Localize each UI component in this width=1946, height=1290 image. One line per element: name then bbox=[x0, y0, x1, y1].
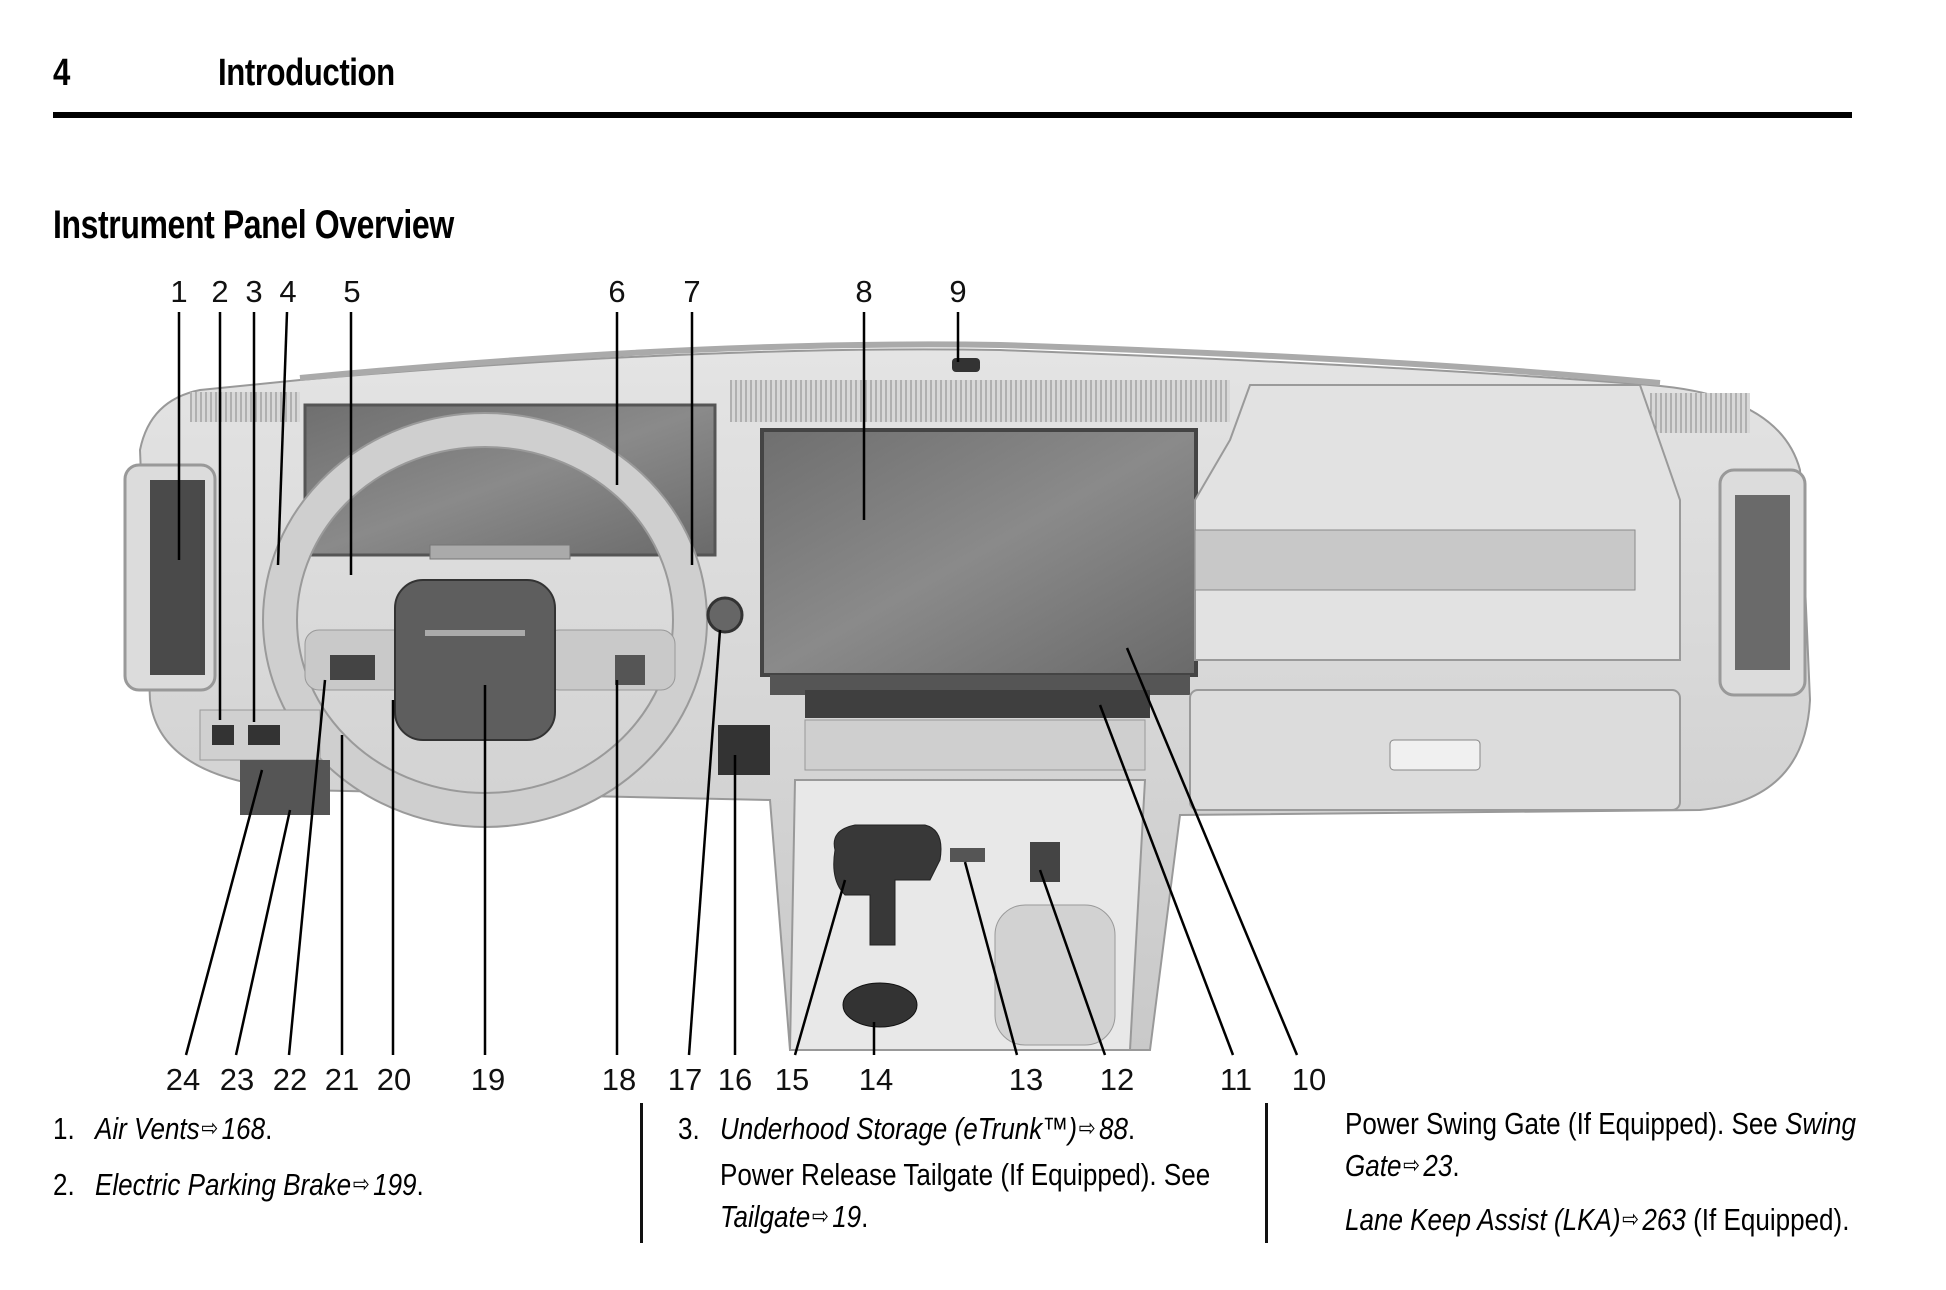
column-divider bbox=[1265, 1103, 1268, 1243]
callout-23: 23 bbox=[220, 1062, 254, 1097]
center-screen bbox=[760, 428, 1198, 677]
airbag-hub bbox=[394, 579, 556, 741]
right-wheel-controls bbox=[615, 655, 645, 685]
callout-18: 18 bbox=[602, 1062, 636, 1097]
dash-top bbox=[299, 341, 1661, 386]
page-ref[interactable]: 19 bbox=[832, 1199, 862, 1234]
camera bbox=[952, 358, 980, 372]
shifter bbox=[833, 824, 942, 946]
usb-ports bbox=[950, 848, 985, 862]
item-number: 1. bbox=[53, 1111, 75, 1146]
swing-gate-ref-line: Gate⇨23. bbox=[1345, 1145, 1933, 1187]
callout-4: 4 bbox=[279, 274, 296, 309]
page-ref[interactable]: 88 bbox=[1098, 1111, 1128, 1146]
callout-24: 24 bbox=[166, 1062, 200, 1097]
left-air-vent-slats bbox=[150, 480, 205, 675]
page-number: 4 bbox=[53, 52, 70, 94]
section-title: Instrument Panel Overview bbox=[53, 203, 454, 247]
page-ref-arrow-icon: ⇨ bbox=[1078, 1115, 1096, 1142]
power-swing-gate-text: Power Swing Gate (If Equipped). See bbox=[1345, 1106, 1786, 1141]
swing-gate-link-cont[interactable]: Gate bbox=[1345, 1148, 1402, 1183]
wireless-charger bbox=[1030, 842, 1060, 882]
callout-14: 14 bbox=[859, 1062, 893, 1097]
power-swing-gate-line: Power Swing Gate (If Equipped). See Swin… bbox=[1345, 1103, 1933, 1145]
callout-13: 13 bbox=[1009, 1062, 1043, 1097]
underhood-storage-link[interactable]: Underhood Storage (eTrunk™) bbox=[720, 1111, 1078, 1146]
callout-9: 9 bbox=[949, 274, 966, 309]
tailgate-link[interactable]: Tailgate bbox=[720, 1199, 811, 1234]
item-number: 2. bbox=[53, 1167, 75, 1202]
callout-19: 19 bbox=[471, 1062, 505, 1097]
callout-8: 8 bbox=[855, 274, 872, 309]
right-grille bbox=[1650, 393, 1750, 433]
top-callouts: 1 2 3 4 5 6 7 8 9 bbox=[170, 274, 966, 309]
callout-11: 11 bbox=[1220, 1062, 1252, 1097]
electric-parking-brake-link[interactable]: Electric Parking Brake bbox=[95, 1167, 352, 1202]
head-up-display bbox=[429, 544, 571, 560]
right-air-vent-slats bbox=[1735, 495, 1790, 670]
page-ref-arrow-icon: ⇨ bbox=[352, 1171, 370, 1198]
glove-box-handle bbox=[1389, 739, 1481, 771]
page-ref[interactable]: 168 bbox=[221, 1111, 266, 1146]
punct: . bbox=[1452, 1148, 1460, 1183]
page-ref[interactable]: 23 bbox=[1423, 1148, 1453, 1183]
callout-21: 21 bbox=[325, 1062, 359, 1097]
steering-spoke-right bbox=[544, 629, 676, 691]
swing-gate-link[interactable]: Swing bbox=[1785, 1106, 1856, 1141]
if-equipped-text: (If Equipped). bbox=[1685, 1202, 1850, 1237]
instrument-panel-diagram: 1 2 3 4 5 6 7 8 9 24 23 22 21 20 19 18 1… bbox=[123, 274, 1812, 1097]
storage-slot bbox=[1194, 529, 1636, 591]
callout-20: 20 bbox=[377, 1062, 411, 1097]
punct: . bbox=[416, 1167, 424, 1202]
power-release-tailgate-text: Power Release Tailgate (If Equipped). Se… bbox=[720, 1157, 1211, 1192]
start-button bbox=[706, 596, 744, 634]
left-wheel-controls bbox=[330, 655, 375, 680]
callout-1: 1 bbox=[170, 274, 187, 309]
callout-6: 6 bbox=[608, 274, 625, 309]
passenger-dash-shelf bbox=[1194, 384, 1681, 661]
callout-16: 16 bbox=[718, 1062, 752, 1097]
page-ref[interactable]: 263 bbox=[1642, 1202, 1686, 1237]
header-rule bbox=[53, 112, 1852, 118]
climate-button-row bbox=[805, 690, 1150, 718]
legend-item: 2. Electric Parking Brake⇨199. bbox=[53, 1164, 624, 1206]
page-ref-arrow-icon: ⇨ bbox=[1403, 1152, 1421, 1179]
running-head: Introduction bbox=[218, 52, 395, 94]
left-grille bbox=[190, 392, 300, 422]
lane-keep-assist-link[interactable]: Lane Keep Assist (LKA) bbox=[1345, 1202, 1621, 1237]
punct: . bbox=[1127, 1111, 1136, 1146]
lower-center-switches bbox=[718, 725, 770, 775]
callout-5: 5 bbox=[343, 274, 360, 309]
lka-line: Lane Keep Assist (LKA)⇨263 (If Equipped)… bbox=[1345, 1199, 1933, 1241]
page-ref-arrow-icon: ⇨ bbox=[201, 1115, 219, 1142]
legend-column-3: Power Swing Gate (If Equipped). See Swin… bbox=[1345, 1103, 1933, 1241]
column-divider bbox=[640, 1103, 643, 1243]
page-ref[interactable]: 199 bbox=[373, 1167, 417, 1202]
legend-item: 3. Underhood Storage (eTrunk™)⇨88. Power… bbox=[678, 1108, 1266, 1238]
cupholders bbox=[994, 904, 1116, 1046]
callout-22: 22 bbox=[273, 1062, 307, 1097]
callout-15: 15 bbox=[775, 1062, 809, 1097]
punct: . bbox=[265, 1111, 273, 1146]
callout-7: 7 bbox=[683, 274, 700, 309]
callout-3: 3 bbox=[245, 274, 262, 309]
climate-panel bbox=[804, 719, 1146, 771]
leader-lines bbox=[177, 311, 1299, 1056]
rotary-knob bbox=[842, 982, 918, 1028]
legend-column-2: 3. Underhood Storage (eTrunk™)⇨88. Power… bbox=[678, 1108, 1266, 1238]
air-vents-link[interactable]: Air Vents bbox=[95, 1111, 200, 1146]
defrost-grille bbox=[730, 380, 1230, 422]
punct: . bbox=[861, 1199, 869, 1234]
item-number: 3. bbox=[678, 1111, 700, 1146]
legend-item: 1. Air Vents⇨168. bbox=[53, 1108, 624, 1150]
page-ref-arrow-icon: ⇨ bbox=[1622, 1206, 1640, 1233]
callout-2: 2 bbox=[211, 274, 228, 309]
page-ref-arrow-icon: ⇨ bbox=[811, 1203, 829, 1230]
callout-17: 17 bbox=[668, 1062, 702, 1097]
legend-column-1: 1. Air Vents⇨168. 2. Electric Parking Br… bbox=[53, 1108, 624, 1220]
callout-12: 12 bbox=[1100, 1062, 1134, 1097]
bottom-callouts: 24 23 22 21 20 19 18 17 16 15 14 13 12 1… bbox=[166, 1062, 1326, 1097]
callout-10: 10 bbox=[1292, 1062, 1326, 1097]
